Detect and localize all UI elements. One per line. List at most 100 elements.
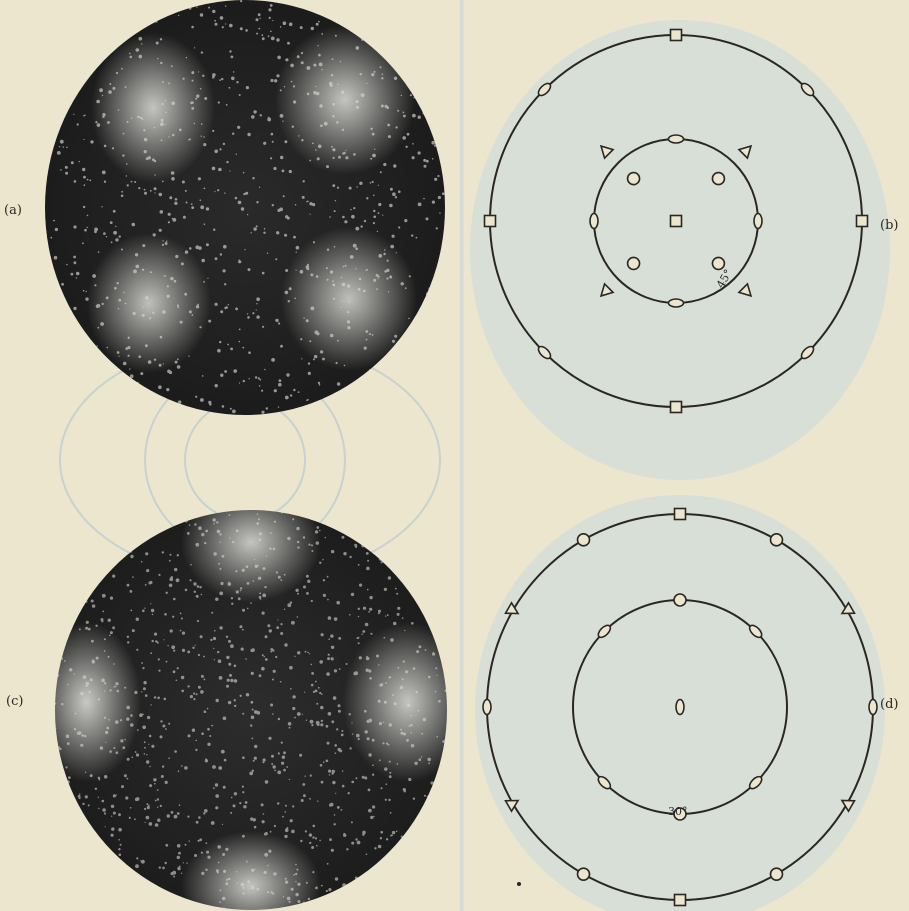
speckle-dot	[285, 215, 288, 218]
speckle-dot	[369, 608, 372, 611]
speckle-dot	[117, 553, 120, 556]
speckle-dot	[413, 97, 414, 98]
speckle-dot	[262, 612, 265, 615]
speckle-dot	[396, 252, 397, 253]
speckle-dot	[181, 765, 183, 767]
speckle-dot	[413, 844, 415, 846]
speckle-dot	[168, 723, 170, 725]
speckle-dot	[127, 778, 129, 780]
speckle-dot	[417, 335, 419, 337]
speckle-dot	[282, 816, 284, 818]
speckle-dot	[241, 207, 244, 210]
speckle-dot	[342, 216, 345, 219]
speckle-dot	[140, 860, 141, 861]
speckle-dot	[239, 382, 240, 383]
speckle-dot	[301, 799, 304, 802]
speckle-dot	[294, 656, 295, 657]
speckle-dot	[154, 359, 156, 361]
speckle-dot	[111, 816, 112, 817]
speckle-dot	[397, 613, 400, 616]
speckle-dot	[88, 628, 91, 631]
speckle-dot	[48, 266, 50, 268]
speckle-dot	[186, 57, 187, 58]
speckle-dot	[296, 270, 297, 271]
speckle-dot	[226, 656, 229, 659]
speckle-dot	[443, 908, 446, 910]
speckle-dot	[97, 327, 99, 329]
speckle-dot	[259, 674, 262, 677]
speckle-dot	[236, 154, 237, 155]
speckle-dot	[436, 884, 439, 887]
speckle-dot	[310, 720, 314, 724]
speckle-dot	[165, 13, 166, 14]
speckle-dot	[262, 272, 265, 275]
speckle-dot	[313, 358, 315, 360]
speckle-dot	[236, 871, 237, 872]
speckle-dot	[327, 279, 329, 281]
speckle-dot	[323, 761, 325, 763]
speckle-dot	[92, 877, 95, 880]
speckle-dot	[385, 682, 387, 684]
speckle-dot	[338, 704, 341, 707]
speckle-dot	[60, 389, 62, 391]
speckle-dot	[55, 344, 56, 345]
speckle-dot	[62, 66, 65, 69]
speckle-dot	[181, 676, 184, 679]
speckle-dot	[309, 833, 312, 836]
lens-symbol	[869, 700, 877, 715]
speckle-dot	[88, 362, 92, 366]
speckle-dot	[173, 650, 175, 652]
speckle-dot	[164, 639, 165, 640]
panel-label-c: (c)	[6, 694, 23, 709]
speckle-dot	[141, 43, 142, 44]
speckle-dot	[289, 23, 293, 27]
speckle-dot	[196, 305, 199, 308]
speckle-dot	[173, 598, 176, 601]
speckle-dot	[430, 49, 433, 52]
speckle-dot	[152, 158, 155, 161]
speckle-dot	[60, 140, 64, 144]
speckle-dot	[223, 870, 226, 873]
speckle-dot	[155, 800, 157, 802]
speckle-dot	[67, 684, 68, 685]
speckle-dot	[132, 629, 135, 632]
speckle-dot	[271, 358, 275, 362]
speckle-dot	[88, 581, 91, 584]
speckle-dot	[282, 121, 283, 122]
speckle-dot	[371, 73, 374, 76]
speckle-dot	[168, 900, 171, 903]
speckle-dot	[428, 762, 430, 764]
speckle-dot	[302, 783, 305, 786]
speckle-dot	[202, 375, 204, 377]
speckle-dot	[155, 823, 159, 827]
speckle-dot	[67, 742, 70, 745]
speckle-dot	[386, 899, 389, 902]
speckle-dot	[192, 729, 195, 732]
speckle-dot	[397, 763, 399, 765]
speckle-dot	[59, 44, 61, 46]
speckle-dot	[191, 203, 193, 205]
speckle-dot	[223, 907, 225, 909]
symmetry-diagram-b: 45°	[460, 0, 909, 420]
speckle-dot	[142, 610, 145, 613]
speckle-dot	[203, 136, 204, 137]
speckle-dot	[389, 560, 392, 563]
speckle-dot	[65, 636, 67, 638]
speckle-dot	[356, 186, 357, 187]
speckle-dot	[417, 408, 421, 412]
speckle-dot	[198, 71, 199, 72]
speckle-dot	[108, 90, 112, 94]
speckle-dot	[403, 866, 406, 869]
speckle-dot	[340, 61, 341, 62]
speckle-dot	[332, 115, 334, 117]
speckle-dot	[79, 585, 83, 589]
speckle-dot	[251, 672, 254, 675]
speckle-dot	[395, 196, 397, 198]
speckle-dot	[225, 23, 226, 24]
speckle-dot	[95, 788, 97, 790]
speckle-dot	[373, 222, 375, 224]
speckle-dot	[127, 184, 129, 186]
triangle-symbol	[597, 284, 613, 300]
speckle-dot	[132, 576, 134, 578]
speckle-dot	[257, 542, 258, 543]
